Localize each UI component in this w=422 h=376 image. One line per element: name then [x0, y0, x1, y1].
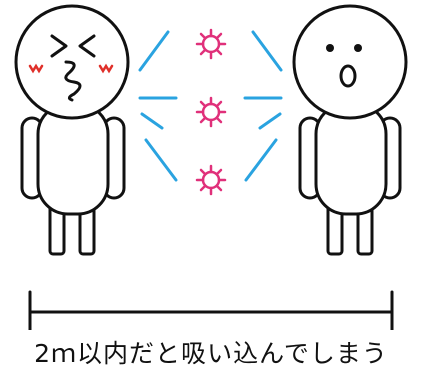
droplet-line	[138, 30, 170, 72]
right-person-mouth	[339, 64, 357, 88]
left-person-eye-right	[78, 34, 96, 58]
droplet-line	[258, 112, 282, 130]
left-person-mouth	[64, 60, 82, 102]
droplet-line	[244, 138, 278, 182]
right-person-head	[292, 4, 408, 120]
droplet-line	[251, 30, 283, 72]
virus-icon	[195, 96, 227, 128]
left-person-body	[36, 102, 110, 216]
left-person-blush	[28, 63, 114, 74]
virus-icon	[195, 164, 227, 196]
droplet-lines	[138, 30, 283, 182]
left-person-eye-left	[50, 34, 68, 58]
distance-caption: 2ｍ以内だと吸い込んでしまう	[34, 339, 388, 368]
right-person-body	[314, 102, 388, 216]
right-person	[292, 4, 408, 256]
droplet-line	[144, 138, 178, 182]
right-person-eye-right	[354, 44, 362, 52]
distance-ruler	[28, 290, 394, 330]
right-person-eye-left	[326, 44, 334, 52]
sneeze-illustration	[14, 4, 408, 330]
virus-icon	[195, 28, 227, 60]
droplet-line	[140, 112, 164, 130]
left-person	[14, 4, 130, 256]
